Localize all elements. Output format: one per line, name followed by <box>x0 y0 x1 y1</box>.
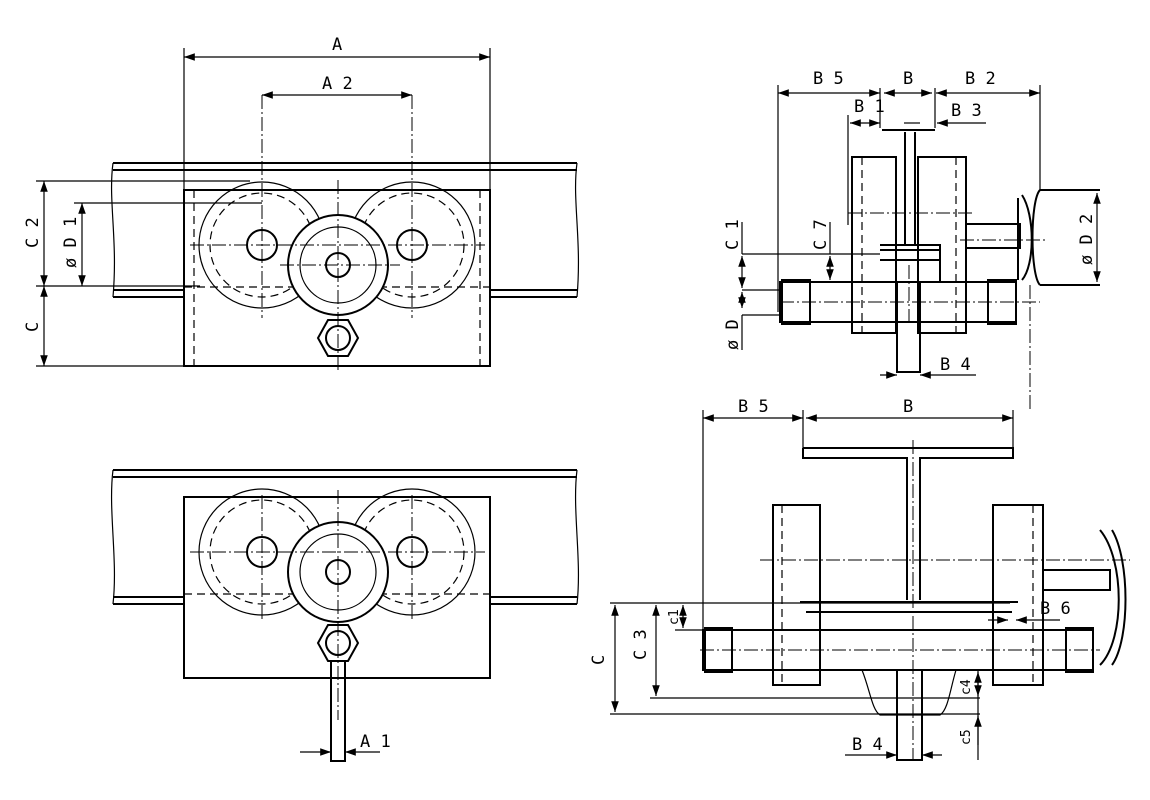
rail <box>110 162 580 298</box>
dim-c1-label: c1 <box>667 609 682 625</box>
side-view-bottom: B 5 B C C 3 c1 c4 c5 B 6 B 4 <box>589 397 1130 761</box>
side-plate <box>183 189 491 367</box>
i-beam <box>880 129 940 261</box>
left-plate <box>772 504 821 686</box>
wheel-shaft <box>1043 569 1111 591</box>
dim-D-label: ø D <box>723 319 743 350</box>
dim-B4-label: B 4 <box>940 355 971 375</box>
dim-B4-label: B 4 <box>852 735 883 755</box>
dim-B5-label: B 5 <box>738 397 769 417</box>
dim-B6-label: B 6 <box>1040 599 1071 619</box>
hanger <box>896 669 923 761</box>
right-plate <box>992 504 1044 686</box>
front-view-bottom: A 1 <box>110 469 580 762</box>
dim-C7-label: C 7 <box>811 219 831 250</box>
hand-wheel-D2 <box>1017 189 1100 286</box>
dim-B1-label: B 1 <box>854 97 885 117</box>
side-view-top: B 5 B B 2 B 1 B 3 ø D 2 C 1 C 7 ø D B 4 <box>723 69 1101 410</box>
dim-B-label: B <box>903 69 913 89</box>
dim-A-label: A <box>332 35 342 55</box>
dim-B-label: B <box>903 397 913 417</box>
i-beam <box>802 447 1014 600</box>
dim-B2-label: B 2 <box>965 69 996 89</box>
side-plate <box>183 496 491 679</box>
dim-C2-label: C 2 <box>23 217 43 248</box>
wheel-shaft <box>966 223 1021 249</box>
dim-C1-label: C 1 <box>723 219 743 250</box>
dim-C3-label: C 3 <box>631 629 651 660</box>
dim-c4-label: c4 <box>959 679 974 695</box>
dim-B3-label: B 3 <box>951 101 982 121</box>
hand-wheel <box>1099 529 1127 666</box>
dim-C-label: C <box>23 322 43 332</box>
dim-D1-label: ø D 1 <box>61 217 81 268</box>
dim-B5-label: B 5 <box>813 69 844 89</box>
dim-C-label: C <box>589 655 609 665</box>
dim-D2-label: ø D 2 <box>1077 214 1097 265</box>
dim-A1-label: A 1 <box>360 732 391 752</box>
dim-c5-label: c5 <box>959 729 974 745</box>
dim-A2-label: A 2 <box>322 74 353 94</box>
front-view-top: A A 2 C 2 ø D 1 C <box>23 35 580 370</box>
rail <box>110 469 580 605</box>
